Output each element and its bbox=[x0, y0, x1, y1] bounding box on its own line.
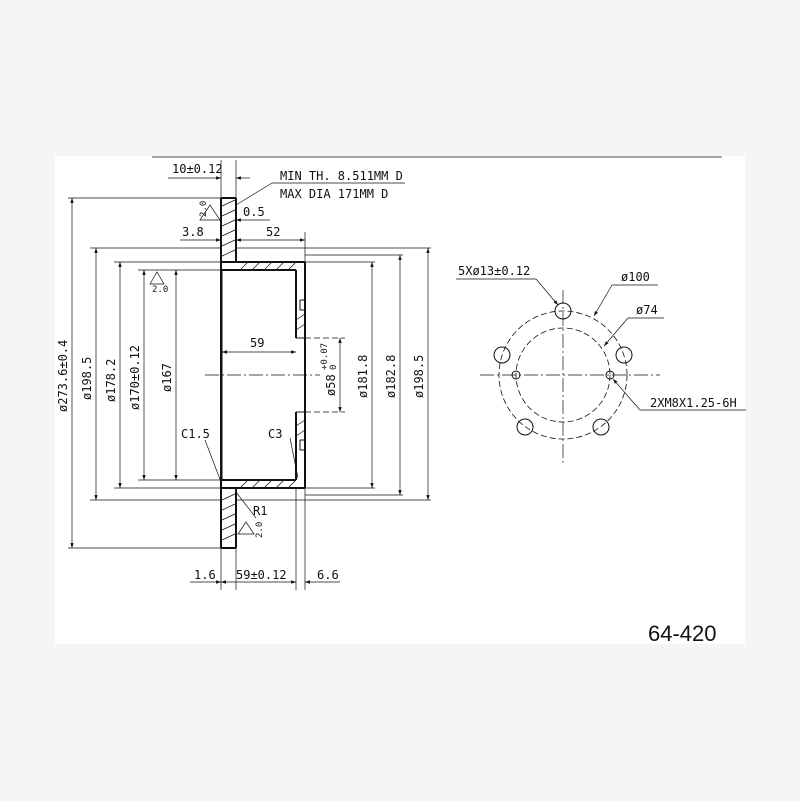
offset-0-5-label: 0.5 bbox=[243, 205, 265, 219]
dia-273-label: ø273.6±0.4 bbox=[56, 340, 70, 412]
dia-58-tol-upper: +0.07 bbox=[320, 343, 330, 370]
thread-hole bbox=[511, 370, 521, 380]
bottom-59-label: 59±0.12 bbox=[236, 568, 287, 582]
runout-label-bottom: 2.0 bbox=[255, 522, 265, 538]
dia-198-right-label: ø198.5 bbox=[412, 355, 426, 398]
dia-198-left-label: ø198.5 bbox=[80, 357, 94, 400]
bolt-hole bbox=[554, 302, 572, 320]
runout-label-mid: 2.0 bbox=[152, 285, 168, 295]
runout-symbols bbox=[149, 204, 255, 535]
dia-58-label: ø58 bbox=[324, 374, 338, 396]
thread-hole bbox=[605, 370, 615, 380]
bolt-holes-label: 5Xø13±0.12 bbox=[458, 264, 530, 278]
horizontal-dimensions bbox=[168, 176, 340, 584]
dia-178-label: ø178.2 bbox=[104, 359, 118, 402]
bolt-hole bbox=[615, 346, 633, 364]
leader bbox=[603, 317, 629, 347]
side-view: 10±0.12 MIN TH. 8.511MM D MAX DIA 171MM … bbox=[56, 156, 722, 590]
pcd-100-label: ø100 bbox=[621, 270, 650, 284]
part-number: 64-420 bbox=[648, 621, 717, 646]
pcd-100-circle bbox=[498, 310, 628, 440]
leader bbox=[612, 378, 641, 411]
bolt-hole bbox=[493, 346, 511, 364]
threads-label: 2XM8X1.25-6H bbox=[650, 396, 737, 410]
diameter-dimensions bbox=[70, 198, 430, 548]
bottom-1-6-label: 1.6 bbox=[194, 568, 216, 582]
leader bbox=[593, 284, 613, 317]
leaders bbox=[204, 182, 405, 519]
chamfer-c15-label: C1.5 bbox=[181, 427, 210, 441]
pcd-74-label: ø74 bbox=[636, 303, 658, 317]
max-diameter-label: MAX DIA 171MM D bbox=[280, 187, 388, 201]
runout-label-top: 2.0 bbox=[199, 201, 209, 217]
min-thickness-label: MIN TH. 8.511MM D bbox=[280, 169, 403, 183]
section-hatching bbox=[221, 199, 306, 541]
dia-58-tol-lower: 0 bbox=[329, 365, 339, 370]
dia-182-label: ø182.8 bbox=[384, 355, 398, 398]
extension-lines bbox=[68, 160, 431, 590]
thickness-label: 10±0.12 bbox=[172, 162, 223, 176]
bolt-hole bbox=[516, 418, 534, 436]
offset-3-8-label: 3.8 bbox=[182, 225, 204, 239]
dia-170-label: ø170±0.12 bbox=[128, 345, 142, 410]
dia-181-label: ø181.8 bbox=[356, 355, 370, 398]
bolt-hole bbox=[592, 418, 610, 436]
depth-52-label: 52 bbox=[266, 225, 280, 239]
radius-r1-label: R1 bbox=[253, 504, 267, 518]
face-view: 5Xø13±0.12 ø100 ø74 2XM8X1.25-6H bbox=[456, 264, 746, 465]
depth-59-label: 59 bbox=[250, 336, 264, 350]
dia-167-label: ø167 bbox=[160, 363, 174, 392]
pcd-74-circle bbox=[515, 327, 611, 423]
leader bbox=[535, 278, 559, 306]
bottom-6-6-label: 6.6 bbox=[317, 568, 339, 582]
chamfer-c3-label: C3 bbox=[268, 427, 282, 441]
